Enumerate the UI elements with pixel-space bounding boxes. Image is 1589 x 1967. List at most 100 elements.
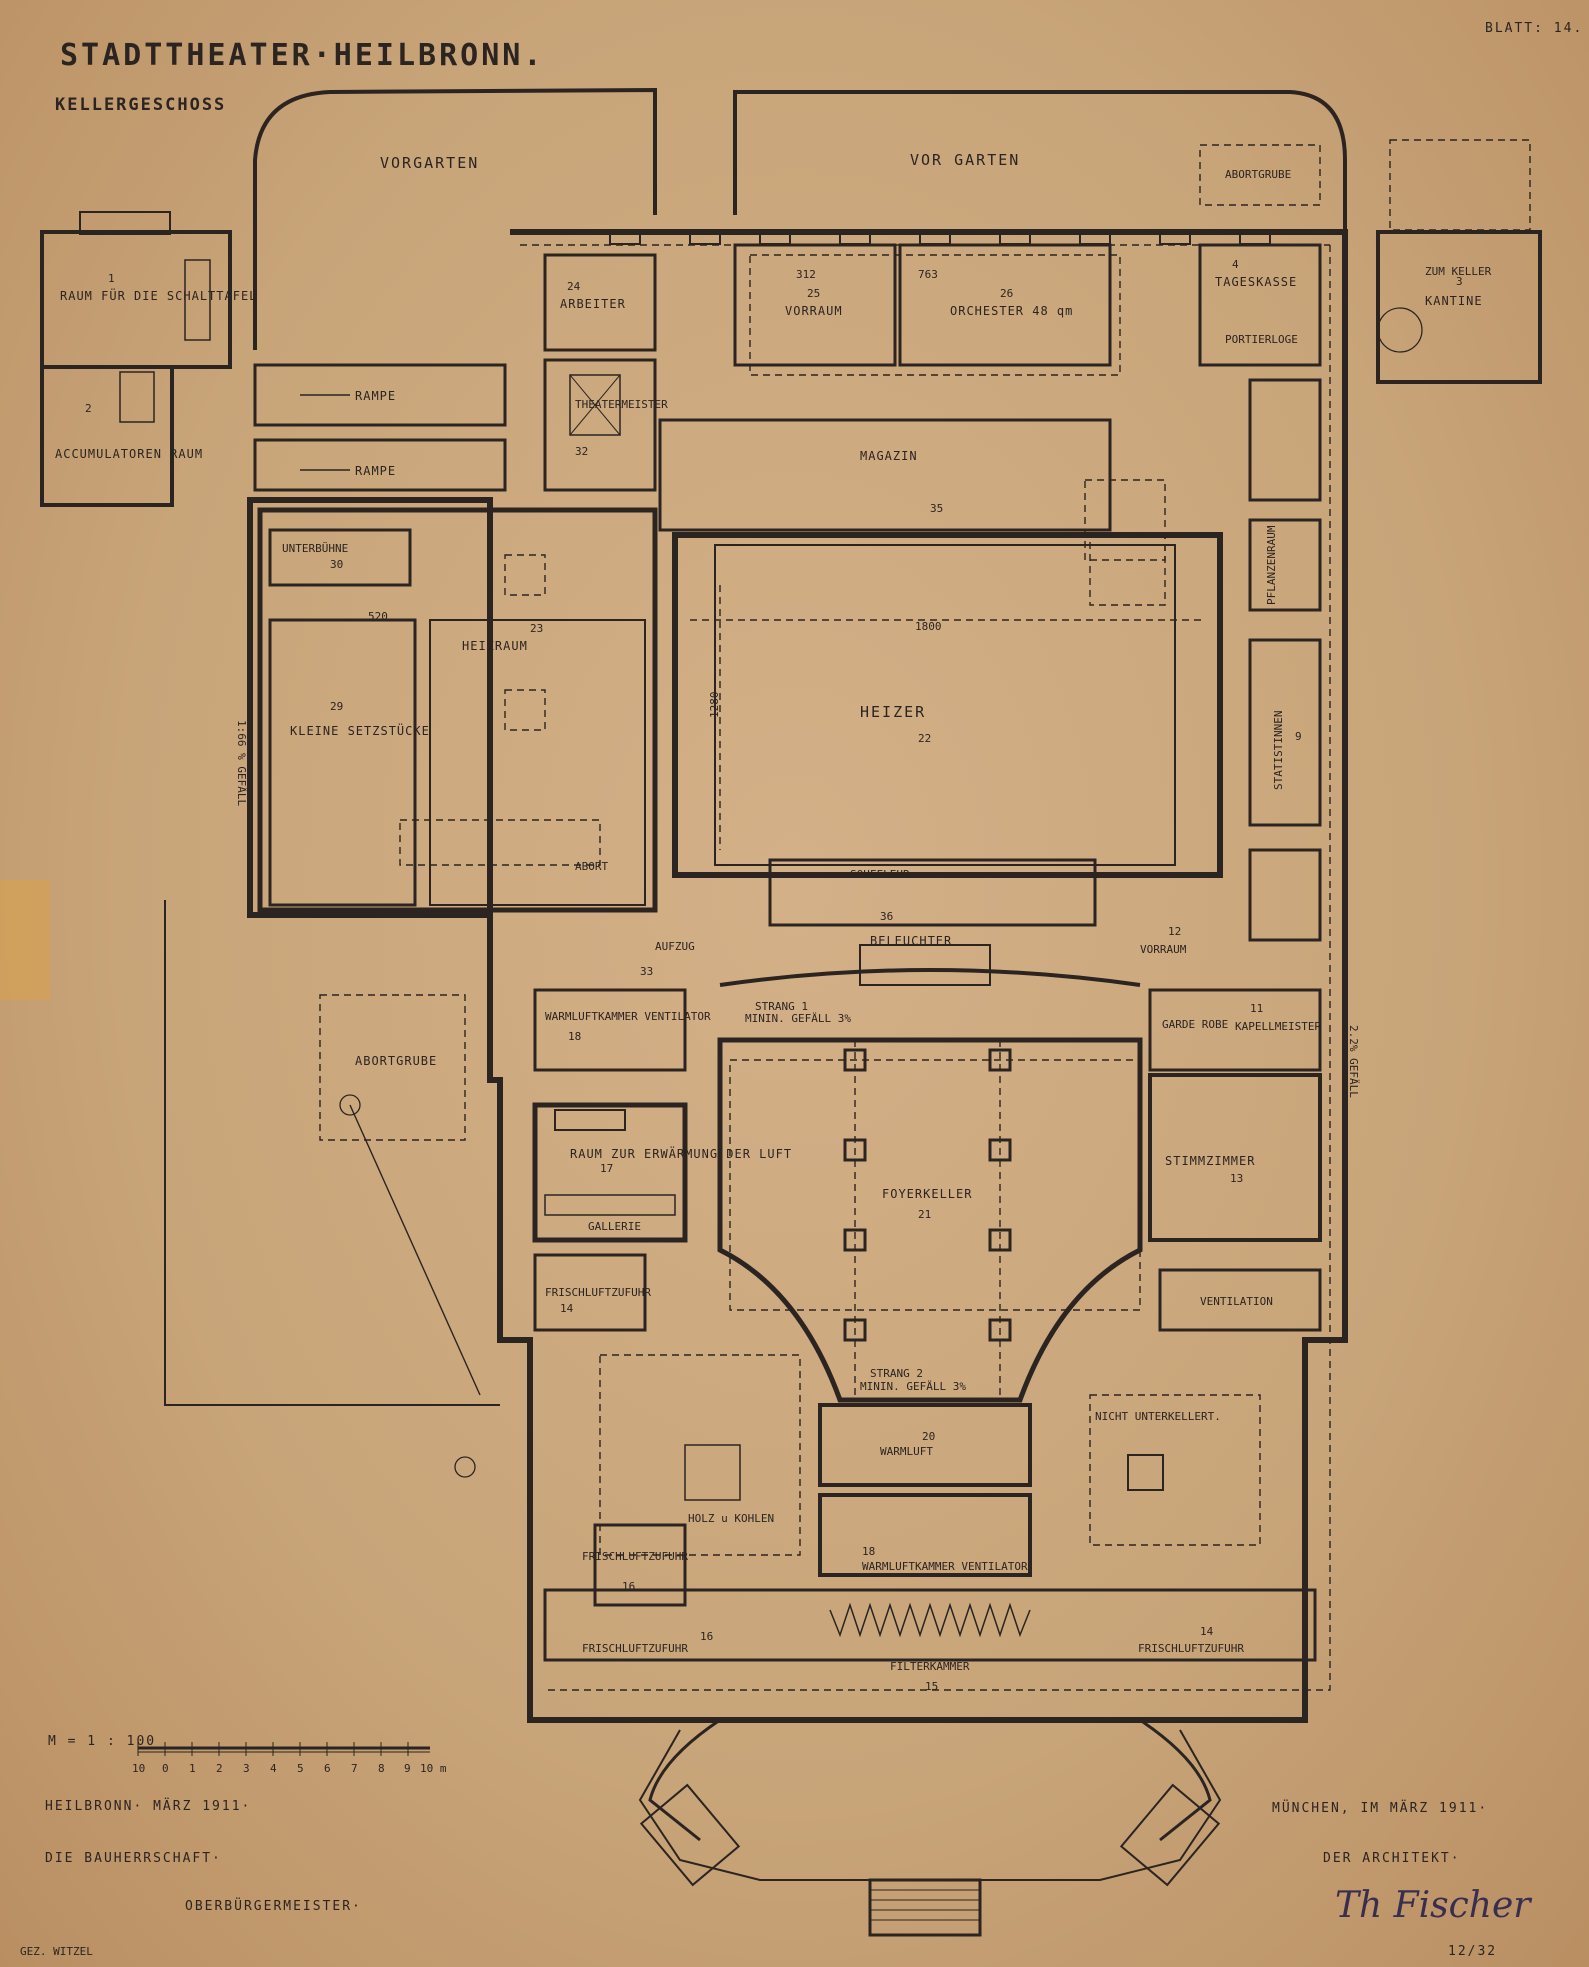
room-32-number: 30 — [330, 558, 343, 571]
room-13-label: STIMMZIMMER — [1165, 1154, 1255, 1168]
room-26-number: 36 — [880, 910, 893, 923]
ramp-1-label: RAMPE — [355, 389, 396, 403]
scale-tick-5: 4 — [270, 1762, 277, 1775]
room-37-label: VORRAUM — [785, 304, 843, 318]
room-33-label: THEATERMEISTER — [575, 398, 668, 411]
scale-tick-9: 8 — [378, 1762, 385, 1775]
room-20-number: 21 — [918, 1208, 931, 1221]
wood-coal: HOLZ u KOHLEN — [688, 1512, 774, 1525]
room-38-label: ORCHESTER 48 qm — [950, 304, 1073, 318]
archive-number: 12/32 — [1448, 1944, 1497, 1959]
room-17-text: WARMLUFTKAMMER VENTILATOR — [862, 1560, 1028, 1573]
to-cellar: ZUM KELLER — [1425, 265, 1492, 278]
room-22-number: 14 — [560, 1302, 574, 1315]
scale-tick-3: 2 — [216, 1762, 223, 1775]
room-22-label: FRISCHLUFTZUFUHR — [545, 1286, 651, 1299]
room-21-label: FRISCHLUFTZUFUHR — [582, 1550, 688, 1563]
room-23-label: RAUM ZUR ERWÄRMUNG DER LUFT — [570, 1146, 792, 1161]
east-service — [1148, 988, 1322, 1332]
porter-lodge: PORTIERLOGE — [1225, 333, 1298, 346]
architect-date: MÜNCHEN, IM MÄRZ 1911· — [1272, 1799, 1488, 1816]
room-23-number: 17 — [600, 1162, 613, 1175]
strang-1: STRANG 1 — [755, 1000, 808, 1013]
west-service — [532, 988, 688, 1332]
abort-label: ABORT — [575, 860, 608, 873]
orchestra-band — [719, 858, 1141, 987]
scale-tick-8: 7 — [351, 1762, 358, 1775]
room-35-label: MAGAZIN — [860, 449, 918, 463]
scale-tick-0: 10 — [132, 1762, 145, 1775]
drawing-title: STADTTHEATER·HEILBRONN. — [60, 38, 544, 73]
place-date: HEILBRONN· MÄRZ 1911· — [45, 1798, 251, 1814]
tape-mark — [0, 880, 50, 1000]
magazin-outline — [658, 418, 1112, 532]
room-29-label: HEIZRAUM — [462, 639, 528, 653]
room-38-number: 26 — [1000, 287, 1013, 300]
room-15-number: 15 — [925, 1680, 938, 1693]
room-17-label: 18 — [862, 1545, 875, 1558]
understage — [672, 479, 1223, 878]
floor-subtitle: KELLERGESCHOSS — [55, 95, 226, 115]
strang-2-slope: MININ. GEFÄLL 3% — [860, 1380, 966, 1393]
room-16-number: 16 — [700, 1630, 713, 1643]
room-37-number: 25 — [807, 287, 820, 300]
scale-tick-4: 3 — [243, 1762, 250, 1775]
abortgrube-label: ABORTGRUBE — [355, 1054, 437, 1068]
room-16-label: FRISCHLUFTZUFUHR — [582, 1642, 688, 1655]
room-1-label: RAUM FÜR DIE SCHALTTAFEL — [60, 287, 257, 303]
room-32-label: UNTERBÜHNE — [282, 542, 348, 555]
scale-label: M = 1 : 100 — [48, 1734, 156, 1749]
dim-763: 763 — [918, 268, 938, 281]
room-13-number: 13 — [1230, 1172, 1243, 1185]
abortgrube-top: ABORTGRUBE — [1225, 168, 1291, 181]
strang-2: STRANG 2 — [870, 1367, 923, 1380]
ramps — [253, 363, 507, 492]
room-18-label: WARMLUFT — [880, 1445, 933, 1458]
room-9-label: STATISTINNEN — [1272, 711, 1285, 790]
room-29-number: 23 — [530, 622, 543, 635]
room-3-number: 3 — [1456, 275, 1463, 288]
copyist: GEZ. WITZEL — [20, 1945, 93, 1958]
room-24-label: WARMLUFTKAMMER VENTILATOR — [545, 1010, 711, 1023]
room-1-number: 1 — [108, 272, 115, 285]
scale-tick-11: 10 m — [420, 1762, 447, 1775]
room-31-number: 29 — [330, 700, 343, 713]
room-36-label: ARBEITER — [560, 297, 626, 311]
right-annex — [1376, 139, 1542, 384]
client-label: DIE BAUHERRSCHAFT· — [45, 1851, 222, 1866]
room-25-number: 33 — [640, 965, 653, 978]
garderobe-label: GARDE ROBE — [1162, 1018, 1228, 1031]
west-yard — [164, 900, 500, 1478]
slope-right: 2.2% GEFÄLL — [1347, 1025, 1360, 1098]
ventilation-label: VENTILATION — [1200, 1295, 1273, 1308]
room-9-number: 9 — [1295, 730, 1302, 743]
scale-tick-7: 6 — [324, 1762, 331, 1775]
room-2-label: ACCUMULATOREN RAUM — [55, 447, 203, 461]
room-20-label: FOYERKELLER — [882, 1187, 972, 1201]
room-21-number: 16 — [622, 1580, 635, 1593]
not-basement: NICHT UNTERKELLERT. — [1095, 1410, 1221, 1423]
front-garden-left: VORGARTEN — [380, 154, 479, 172]
scale-tick-10: 9 — [404, 1762, 411, 1775]
room-4-label: TAGESKASSE — [1215, 275, 1297, 289]
dim-312: 312 — [796, 268, 816, 281]
scale-tick-1: 0 — [162, 1762, 169, 1775]
room-3-label: KANTINE — [1425, 294, 1483, 308]
sheet-number: BLATT: 14. — [1485, 21, 1583, 36]
south-entrance — [638, 1718, 1222, 1937]
souffleur-label: SOUFFLEUR — [850, 868, 910, 881]
auditorium-warmluft — [717, 1037, 1143, 1403]
plant-room: PFLANZENRAUM — [1265, 525, 1278, 605]
room-30-number: 22 — [918, 732, 931, 745]
dim-520: 520 — [368, 610, 388, 623]
dim-1800: 1800 — [915, 620, 942, 633]
room-25-label: AUFZUG — [655, 940, 695, 953]
room-33-number: 32 — [575, 445, 588, 458]
room-14-number: 14 — [1200, 1625, 1214, 1638]
room-12-label: VORRAUM — [1140, 943, 1187, 956]
ramp-2-label: RAMPE — [355, 464, 396, 478]
dim-1280: 1280 — [708, 692, 721, 719]
room-12-number: 12 — [1168, 925, 1181, 938]
scale-tick-2: 1 — [189, 1762, 196, 1775]
